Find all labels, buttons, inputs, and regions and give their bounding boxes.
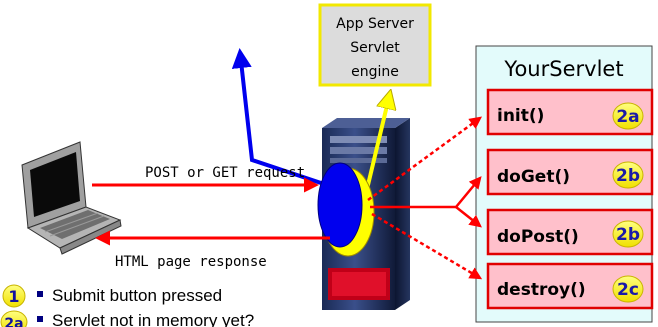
request-label: POST or GET request bbox=[145, 165, 305, 181]
step-text-2: Servlet not in memory yet? bbox=[52, 311, 254, 327]
step-text-1: Submit button pressed bbox=[52, 286, 222, 305]
bullet-icon bbox=[37, 291, 43, 297]
app-server-box: App Server Servlet engine bbox=[318, 3, 432, 87]
servlet-panel-title: YourServlet bbox=[503, 57, 623, 81]
step-badge-2a-label: 2a bbox=[4, 316, 23, 327]
method-box-init: init() 2a bbox=[486, 88, 654, 136]
laptop-icon bbox=[21, 141, 122, 255]
step-badge-2a bbox=[0, 310, 28, 327]
method-label-doget: doGet() bbox=[497, 167, 570, 187]
method-box-dopost: doPost() 2b bbox=[486, 208, 654, 256]
servlet-panel: YourServlet init() 2a doGet() 2b doPost(… bbox=[475, 45, 654, 323]
app-server-line3: engine bbox=[351, 64, 399, 80]
badge-2a-label: 2a bbox=[616, 107, 639, 127]
bullet-icon bbox=[37, 316, 43, 322]
badge-2a bbox=[612, 102, 644, 130]
step-item-1: 1 Submit button pressed bbox=[2, 284, 222, 308]
app-server-line1: App Server bbox=[336, 16, 414, 32]
method-label-init: init() bbox=[497, 106, 544, 126]
badge-2b-get-label: 2b bbox=[616, 166, 640, 186]
step-item-2: 2a Servlet not in memory yet? bbox=[0, 310, 254, 327]
method-box-destroy: destroy() 2c bbox=[486, 262, 654, 310]
response-label: HTML page response bbox=[115, 254, 267, 270]
badge-2b-post bbox=[612, 220, 644, 248]
step-badge-1 bbox=[2, 284, 26, 308]
method-box-doget: doGet() 2b bbox=[486, 148, 654, 196]
arrow-to-init bbox=[367, 116, 483, 202]
method-label-dopost: doPost() bbox=[497, 227, 579, 247]
badge-2b-get bbox=[612, 161, 644, 189]
badge-2c bbox=[612, 275, 644, 303]
app-server-line2: Servlet bbox=[350, 40, 400, 56]
dispatcher-icon bbox=[317, 162, 375, 257]
arrow-to-dopost bbox=[455, 206, 482, 228]
step-badge-1-label: 1 bbox=[8, 287, 19, 306]
badge-2b-post-label: 2b bbox=[616, 225, 640, 245]
step-list: 1 Submit button pressed 2a Servlet not i… bbox=[0, 284, 254, 327]
badge-2c-label: 2c bbox=[617, 280, 639, 300]
method-label-destroy: destroy() bbox=[497, 280, 586, 300]
